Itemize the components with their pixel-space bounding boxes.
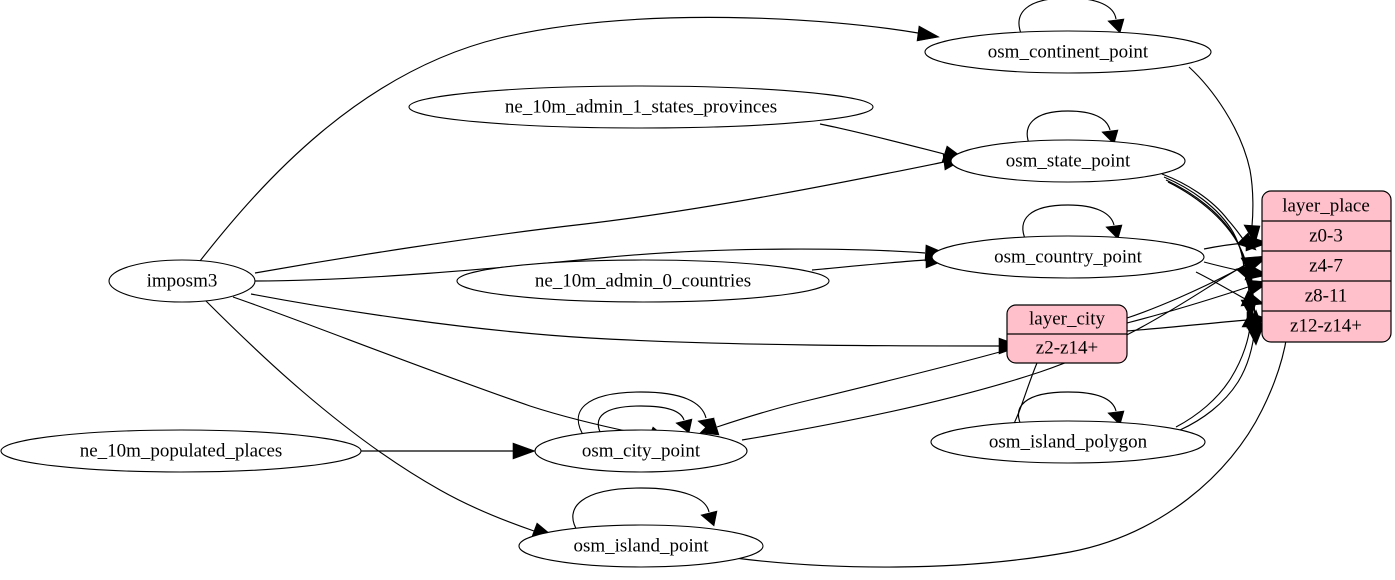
edge-imposm3-to-layer_city [250,293,1022,355]
node-imposm3[interactable]: imposm3 [108,259,256,303]
node-osm_state_point[interactable]: osm_state_point [950,139,1186,183]
edge-layer_city-to-osm_city_point [699,349,1008,436]
edge-osm_continent_point-self-loop [1018,0,1125,37]
edge-imposm3-to-osm_state_point [254,153,967,274]
node-ne_10m_admin_0_countries[interactable]: ne_10m_admin_0_countries [456,259,830,303]
node-osm_island_point[interactable]: osm_island_point [518,524,764,568]
nodes-layer: imposm3 ne_10m_admin_1_states_provinces … [0,30,1212,568]
edge-osm_country_point-to-layer_place-3 [1195,271,1265,307]
edge-ne_10m_admin_0_countries-to-osm_country_point [811,251,949,271]
edge-ne_10m_admin_1_states_provinces-to-osm_state_point [819,123,967,163]
edge-layer_city-to-layer_place-3 [1126,311,1270,332]
record-node-layer_city[interactable]: layer_city z2-z14+ [1006,304,1128,364]
edge-osm_continent_point-to-layer_place [1188,66,1261,245]
edge-ne_10m_populated_places-to-osm_city_point [361,442,536,460]
edge-imposm3-to-osm_continent_point [199,16,940,262]
node-ne_10m_admin_1_states_provinces[interactable]: ne_10m_admin_1_states_provinces [408,85,874,129]
layer_place-box[interactable] [1261,190,1392,343]
edge-osm_city_point-self-loop-inner [597,405,693,435]
record-node-layer_place[interactable]: layer_place z0-3 z4-7 z8-11 z12-z14+ [1261,190,1392,343]
edge-osm_island_polygon-to-layer_place-1 [1179,309,1264,431]
edge-osm_country_point-to-layer_place-1 [1203,234,1269,252]
edge-imposm3-to-osm_city_point [232,296,671,445]
edge-osm_state_point-self-loop [1026,110,1119,147]
node-osm_continent_point[interactable]: osm_continent_point [924,30,1212,74]
node-osm_island_polygon[interactable]: osm_island_polygon [930,420,1206,464]
node-osm_country_point[interactable]: osm_country_point [931,235,1205,279]
edge-osm_country_point-self-loop [1022,204,1123,242]
node-ne_10m_populated_places[interactable]: ne_10m_populated_places [0,429,362,473]
edge-imposm3-to-osm_island_point [204,299,556,540]
node-osm_city_point[interactable]: osm_city_point [534,429,748,473]
edge-osm_island_point-self-loop [572,487,718,533]
edge-layer_city-to-layer_place-1 [1126,256,1268,319]
